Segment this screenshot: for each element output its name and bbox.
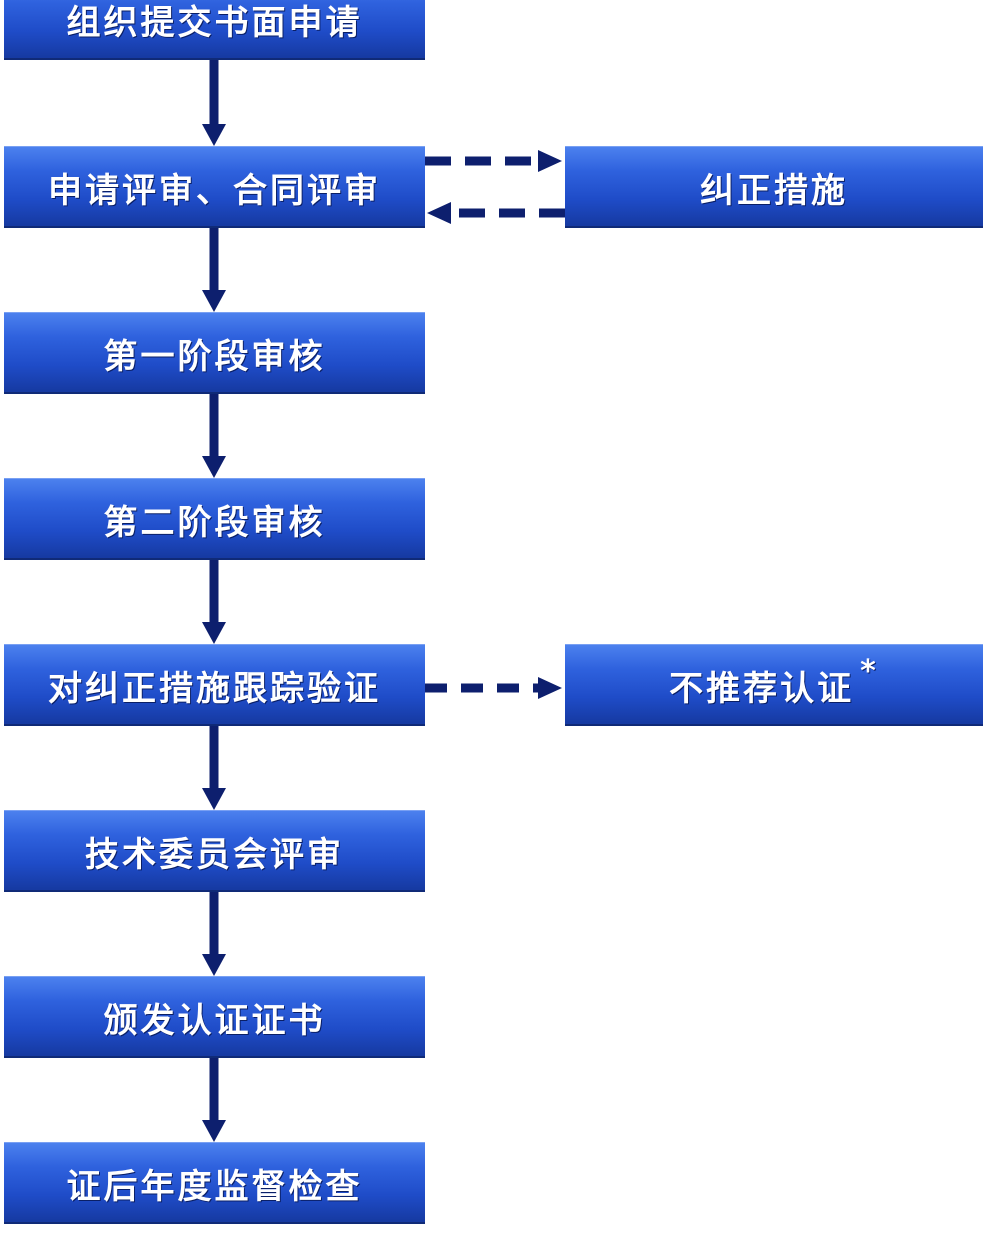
side-label: 不推荐认证 <box>669 668 855 709</box>
arrowhead-to-not-recommended <box>538 677 562 699</box>
step-submit-application: 组织提交书面申请 <box>4 0 425 60</box>
down-arrowhead <box>202 124 226 146</box>
down-arrowhead <box>202 456 226 478</box>
step-label: 技术委员会评审 <box>85 834 344 875</box>
step-label: 颁发认证证书 <box>103 1000 326 1041</box>
step-label: 第一阶段审核 <box>103 336 326 377</box>
down-arrowhead <box>202 290 226 312</box>
down-arrowhead <box>202 788 226 810</box>
step-technical-committee-review: 技术委员会评审 <box>4 810 425 892</box>
step-label: 组织提交书面申请 <box>66 2 363 43</box>
footnote-mark: * <box>860 653 879 689</box>
arrowhead-from-corrective <box>427 202 451 224</box>
step-corrective-verification: 对纠正措施跟踪验证 <box>4 644 425 726</box>
step-label: 第二阶段审核 <box>103 502 326 543</box>
dashed-arrows <box>425 150 565 699</box>
step-label: 证后年度监督检查 <box>66 1166 363 1207</box>
step-application-contract-review: 申请评审、合同评审 <box>4 146 425 228</box>
step-stage-two-audit: 第二阶段审核 <box>4 478 425 560</box>
side-label: 纠正措施 <box>700 170 848 211</box>
side-corrective-action: 纠正措施 <box>565 146 983 228</box>
step-label: 对纠正措施跟踪验证 <box>48 668 381 709</box>
down-arrowhead <box>202 1120 226 1142</box>
down-arrowhead <box>202 954 226 976</box>
arrowhead-to-corrective <box>538 150 562 172</box>
side-not-recommended: 不推荐认证* <box>565 644 983 726</box>
down-arrowhead <box>202 622 226 644</box>
step-issue-certificate: 颁发认证证书 <box>4 976 425 1058</box>
step-annual-surveillance: 证后年度监督检查 <box>4 1142 425 1224</box>
step-stage-one-audit: 第一阶段审核 <box>4 312 425 394</box>
step-label: 申请评审、合同评审 <box>48 170 381 211</box>
